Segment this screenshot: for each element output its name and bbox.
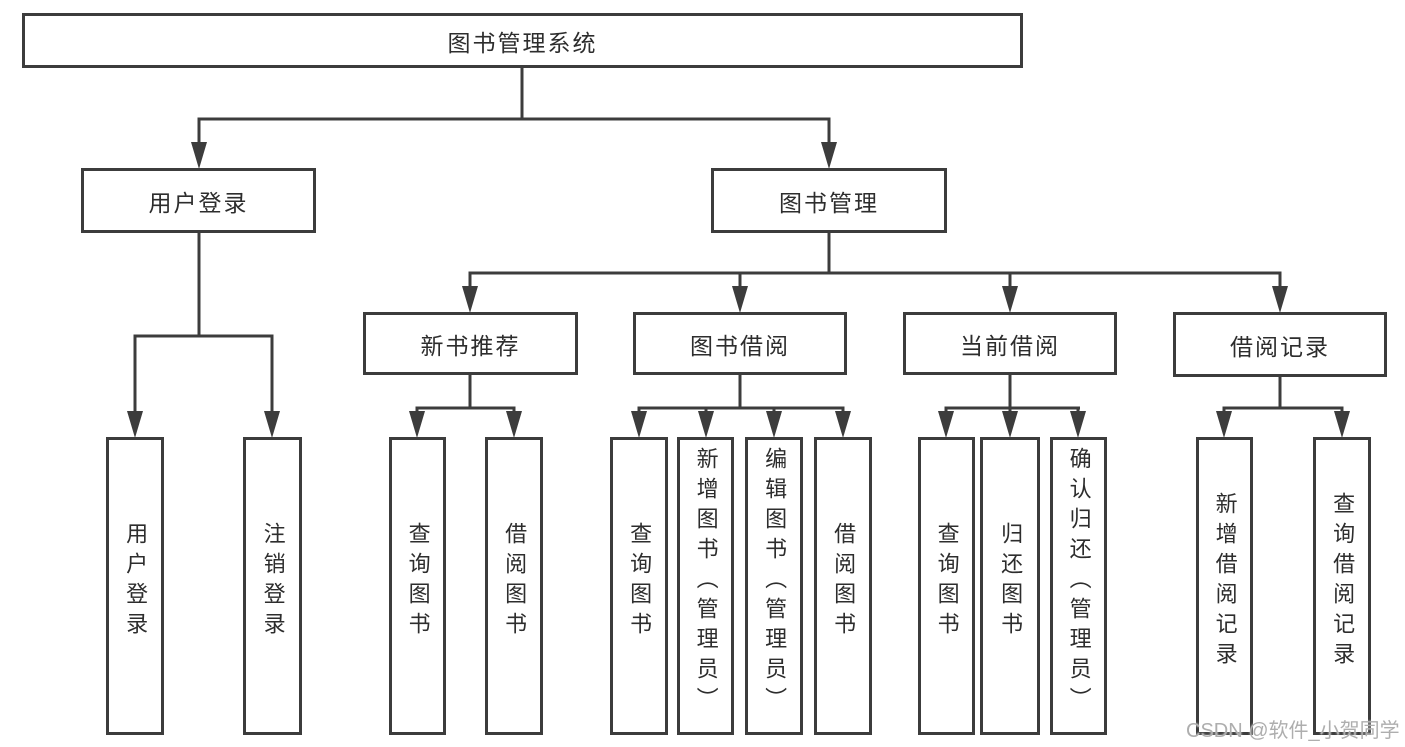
node-user-login: 用户登录 bbox=[81, 168, 316, 233]
leaf-user-login: 用户登录 bbox=[106, 437, 164, 735]
leaf-query-borrow-record: 查询借阅记录 bbox=[1313, 437, 1371, 735]
leaf-query-books-2: 查询图书 bbox=[610, 437, 668, 735]
leaf-query-books-1: 查询图书 bbox=[389, 437, 446, 735]
leaf-borrow-books-1: 借阅图书 bbox=[485, 437, 543, 735]
node-borrowing-records: 借阅记录 bbox=[1173, 312, 1387, 377]
leaf-add-borrow-record: 新增借阅记录 bbox=[1196, 437, 1253, 735]
node-book-borrowing: 图书借阅 bbox=[633, 312, 847, 375]
leaf-query-books-3: 查询图书 bbox=[918, 437, 975, 735]
node-book-management: 图书管理 bbox=[711, 168, 947, 233]
leaf-confirm-return-admin: 确认归还（管理员） bbox=[1050, 437, 1107, 735]
node-library-system: 图书管理系统 bbox=[22, 13, 1023, 68]
node-current-borrowing: 当前借阅 bbox=[903, 312, 1117, 375]
leaf-return-book: 归还图书 bbox=[980, 437, 1040, 735]
leaf-add-book-admin: 新增图书（管理员） bbox=[677, 437, 734, 735]
watermark-text: CSDN @软件_小贺同学 bbox=[1186, 720, 1400, 742]
leaf-borrow-books-2: 借阅图书 bbox=[814, 437, 872, 735]
leaf-edit-book-admin: 编辑图书（管理员） bbox=[745, 437, 803, 735]
node-new-book-recommend: 新书推荐 bbox=[363, 312, 578, 375]
leaf-logout: 注销登录 bbox=[243, 437, 302, 735]
